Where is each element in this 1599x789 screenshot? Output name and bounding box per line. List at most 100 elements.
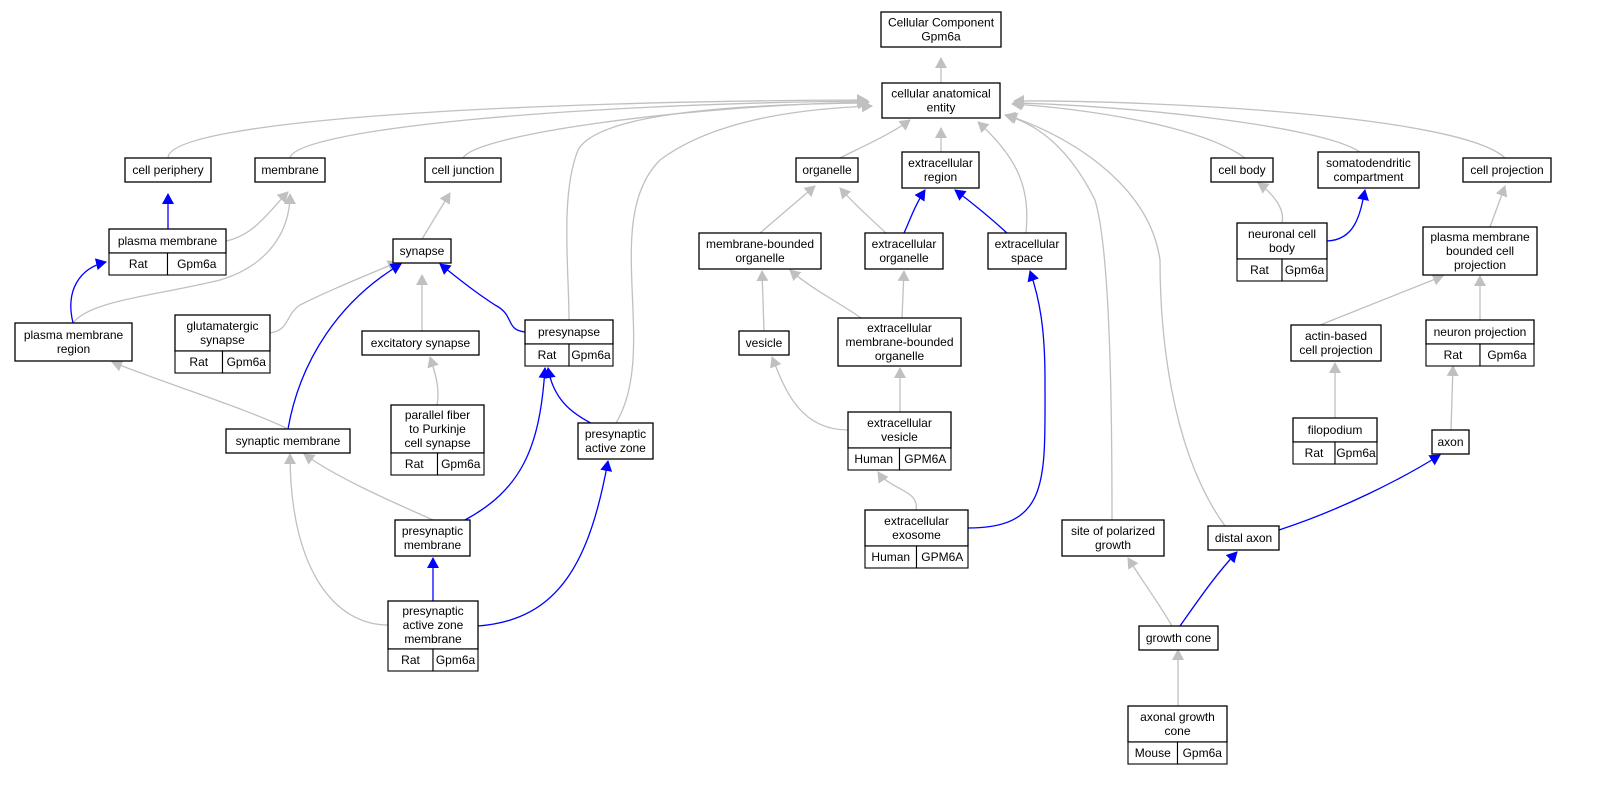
edge-axon-to-np [1446,365,1459,431]
node-syn[interactable]: synapse [392,238,452,264]
node-ves[interactable]: vesicle [738,330,790,356]
node-cproj[interactable]: cell projection [1462,157,1552,183]
edge-line [289,95,869,159]
node-label-line: projection [1454,258,1506,272]
gene-label: GPM6A [904,452,946,466]
node-label-line: presynaptic [402,604,463,618]
edge-cproj-to-cae [1013,94,1506,159]
gene-label: Gpm6a [1183,746,1223,760]
node-label-line: organelle [875,349,925,363]
edge-line [1278,454,1441,531]
edge-embo-to-eo [897,270,910,319]
node-box [361,330,480,356]
node-box [1207,525,1280,551]
gene-label: Gpm6a [227,355,267,369]
node-cp[interactable]: cell periphery [124,157,212,183]
node-label-line: entity [927,101,956,115]
edge-da-to-axon [1278,454,1441,531]
node-axon[interactable]: axon [1431,429,1470,455]
edge-line [287,263,402,430]
edge-line [70,258,107,324]
node-exs[interactable]: excitatory synapse [361,330,480,356]
node-gc[interactable]: growth cone [1138,625,1219,651]
node-box [901,151,980,189]
edge-line [566,97,869,321]
node-box [1292,417,1378,443]
node-label-line: site of polarized [1071,524,1155,538]
node-label-line: axon [1437,435,1463,449]
node-sm[interactable]: synaptic membrane [225,428,351,454]
node-box [254,157,326,183]
species-label: Mouse [1135,746,1171,760]
edge-line [167,94,868,159]
edge-line [439,263,526,333]
node-label-line: region [924,170,957,184]
edge-pazm-to-sm [284,453,389,626]
node-da[interactable]: distal axon [1207,525,1280,551]
edge-cb-to-cae [1011,98,1246,159]
gene-cell [1176,741,1228,765]
edge-cp-to-cae [167,94,868,159]
node-box [1236,222,1328,260]
node-label-line: vesicle [881,430,918,444]
edge-glu-to-syn [269,260,399,334]
edge-pmem-to-sm [303,453,434,521]
node-cj[interactable]: cell junction [424,157,502,183]
node-label-line: glutamatergic [186,319,258,333]
node-box [577,422,654,460]
edge-line [615,100,873,424]
node-label-line: membrane-bounded [706,237,814,251]
node-org[interactable]: organelle [795,157,859,183]
species-label: Rat [1250,263,1269,277]
node-label-line: presynaptic [402,524,463,538]
node-label-line: presynaptic [585,427,646,441]
node-box [124,157,212,183]
gene-cell [436,452,485,476]
edge-paz-to-cae [615,100,873,424]
edge-line [477,460,613,627]
node-box [1127,705,1228,743]
node-box [795,157,859,183]
edge-line [464,367,551,521]
node-mem[interactable]: membrane [254,157,326,183]
edge-line [967,270,1046,529]
node-box [394,519,471,557]
edge-line [1489,185,1508,228]
edge-gc-to-spg [1127,557,1173,627]
node-cb[interactable]: cell body [1210,157,1274,183]
node-label-line: extracellular [867,416,932,430]
edge-line [1319,274,1444,326]
gene-label: Gpm6a [177,257,217,271]
node-label-line: synaptic membrane [236,434,341,448]
node-box [1138,625,1219,651]
